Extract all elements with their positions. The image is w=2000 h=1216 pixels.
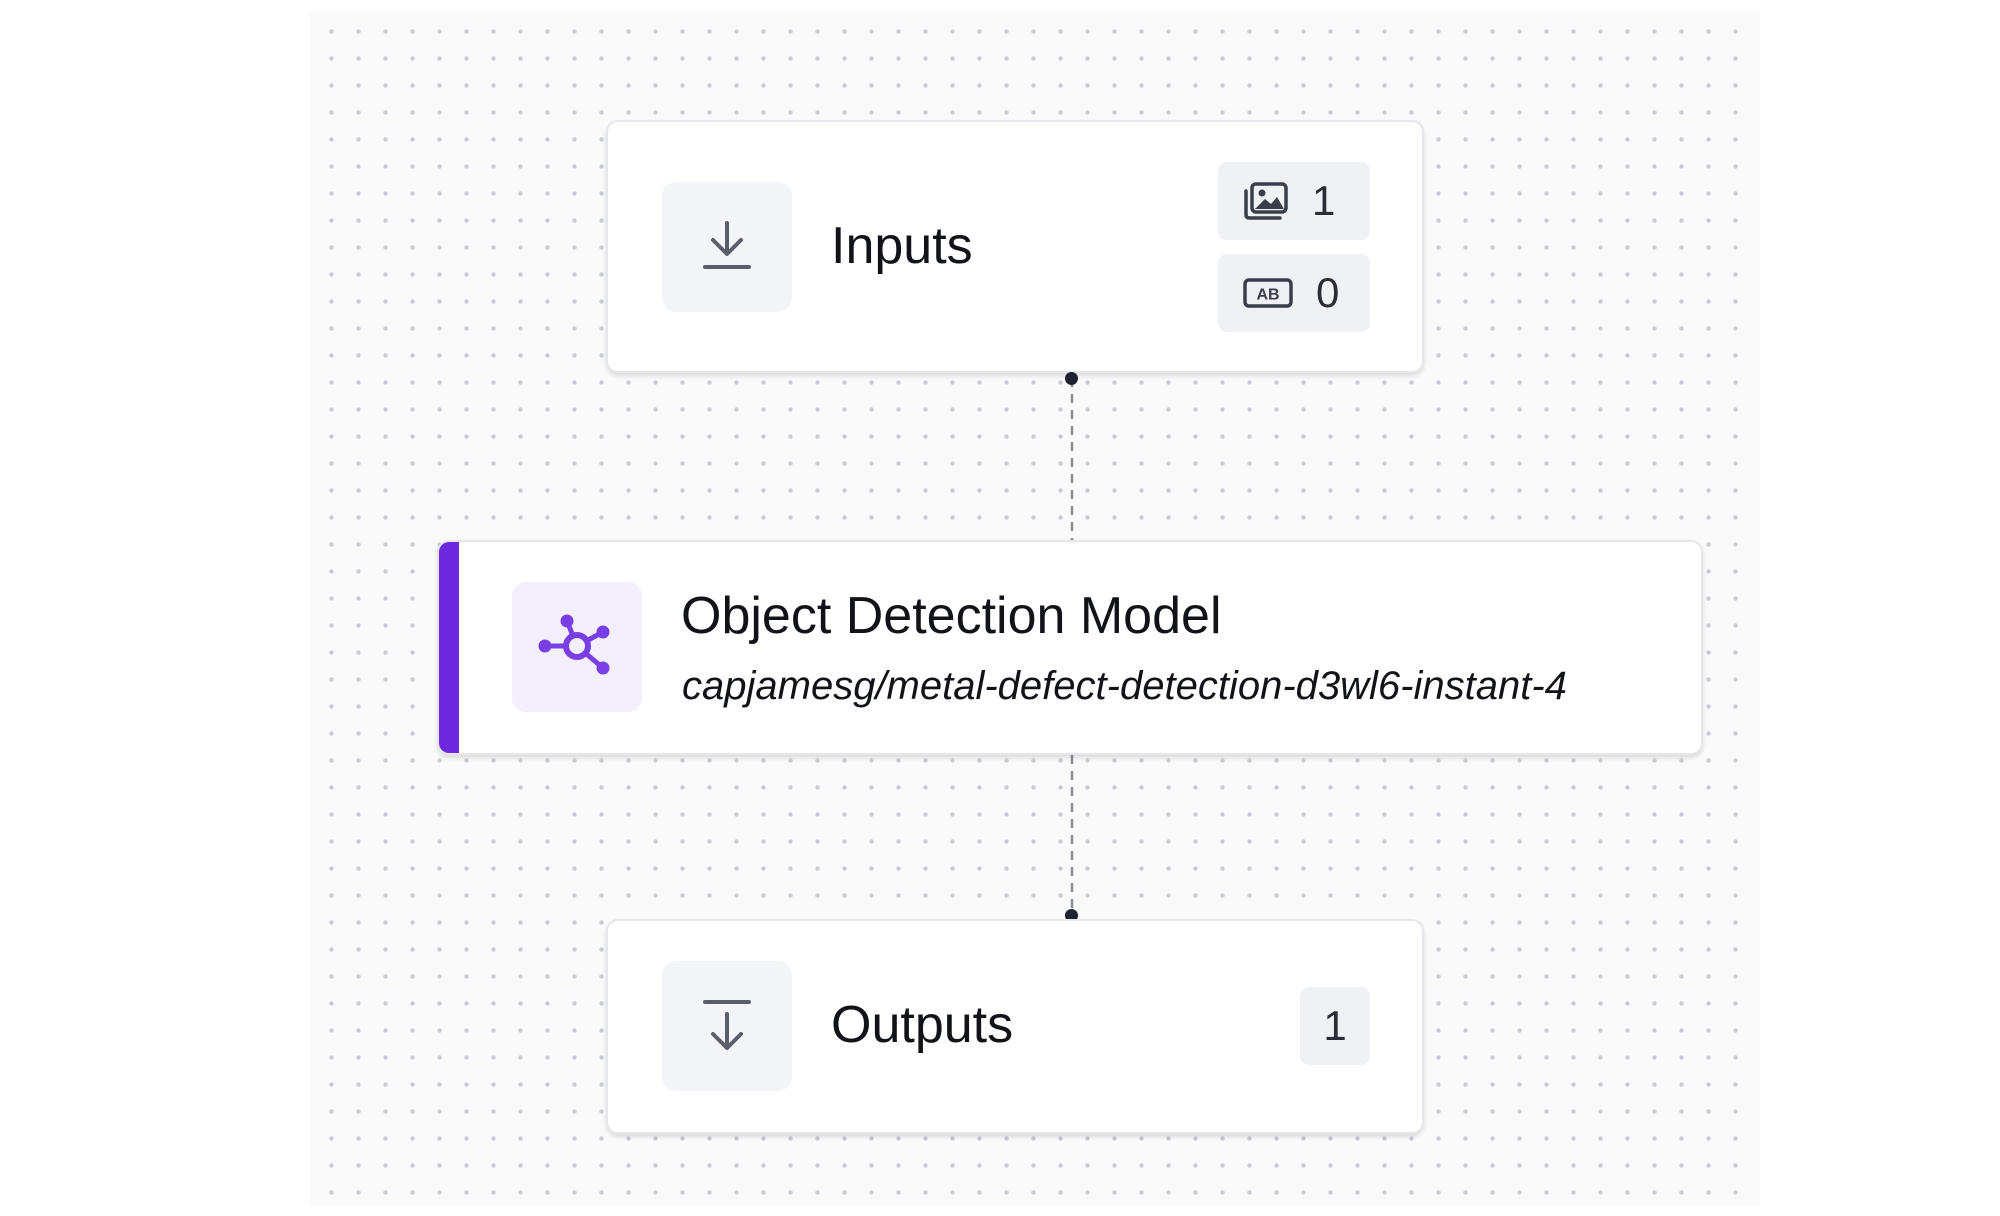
outputs-title: Outputs bbox=[831, 996, 1014, 1054]
model-node[interactable]: Object Detection Model capjamesg/metal-d… bbox=[437, 540, 1703, 755]
inputs-node[interactable]: Inputs 1 AB 0 bbox=[606, 120, 1424, 373]
outputs-icon-box bbox=[662, 961, 792, 1091]
outputs-input-handle[interactable] bbox=[1065, 909, 1078, 922]
outputs-node[interactable]: Outputs 1 bbox=[606, 919, 1424, 1134]
inputs-title: Inputs bbox=[831, 217, 973, 275]
text-ab-icon: AB bbox=[1242, 276, 1294, 310]
model-icon-box bbox=[512, 582, 642, 712]
download-icon bbox=[703, 221, 751, 269]
outputs-count-badge[interactable]: 1 bbox=[1300, 987, 1370, 1065]
image-input-badge[interactable]: 1 bbox=[1218, 162, 1370, 240]
outputs-count: 1 bbox=[1323, 1002, 1347, 1049]
network-hub-icon bbox=[538, 614, 610, 675]
image-input-count: 1 bbox=[1312, 177, 1336, 224]
svg-text:AB: AB bbox=[1256, 287, 1279, 304]
model-id: capjamesg/metal-defect-detection-d3wl6-i… bbox=[682, 664, 1567, 708]
image-stack-icon bbox=[1242, 181, 1290, 221]
inputs-icon-box bbox=[662, 182, 792, 312]
inputs-output-handle[interactable] bbox=[1065, 372, 1078, 385]
model-title: Object Detection Model bbox=[681, 587, 1222, 645]
model-accent-bar bbox=[439, 542, 459, 753]
text-input-count: 0 bbox=[1316, 269, 1340, 316]
arrow-down-to-line-icon bbox=[703, 1000, 751, 1050]
text-input-badge[interactable]: AB 0 bbox=[1218, 254, 1370, 332]
